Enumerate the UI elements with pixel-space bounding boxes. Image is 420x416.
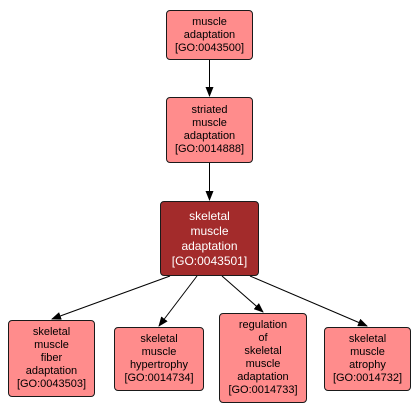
node-label: skeletal muscle fiber adaptation [GO:004… <box>16 326 87 390</box>
node-regulation-of-skeletal-muscle-adaptation[interactable]: regulation of skeletal muscle adaptation… <box>219 313 307 403</box>
node-skeletal-muscle-hypertrophy[interactable]: skeletal muscle hypertrophy [GO:0014734] <box>114 327 204 391</box>
node-label: skeletal muscle hypertrophy [GO:0014734] <box>124 333 194 384</box>
node-muscle-adaptation[interactable]: muscle adaptation [GO:0043500] <box>166 10 253 60</box>
node-skeletal-muscle-atrophy[interactable]: skeletal muscle atrophy [GO:0014732] <box>324 327 411 391</box>
edge-skeletal-to-atrophy <box>249 275 368 327</box>
edge-skeletal-to-hypertrophy <box>158 275 198 327</box>
node-striated-muscle-adaptation[interactable]: striated muscle adaptation [GO:0014888] <box>166 97 253 163</box>
edge-skeletal-to-regulation <box>221 275 264 313</box>
node-label: skeletal muscle atrophy [GO:0014732] <box>332 333 403 384</box>
node-label: muscle adaptation [GO:0043500] <box>174 15 245 54</box>
node-label: regulation of skeletal muscle adaptation… <box>228 319 298 396</box>
node-skeletal-muscle-adaptation[interactable]: skeletal muscle adaptation [GO:0043501] <box>160 201 259 276</box>
node-skeletal-muscle-fiber-adaptation[interactable]: skeletal muscle fiber adaptation [GO:004… <box>8 320 95 397</box>
node-label: skeletal muscle adaptation [GO:0043501] <box>171 208 248 268</box>
node-label: striated muscle adaptation [GO:0014888] <box>174 104 245 155</box>
edge-skeletal-to-fiber <box>51 275 171 320</box>
